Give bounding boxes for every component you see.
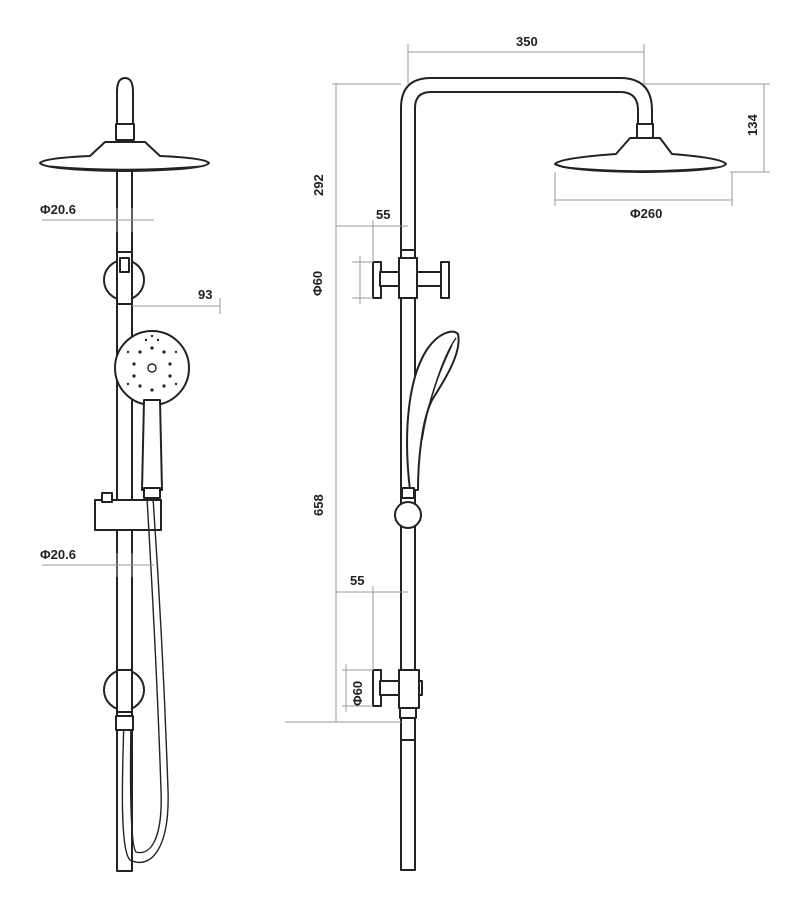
dim-bracket-diameter-lower: Φ60 bbox=[350, 681, 365, 706]
dim-top-height: 292 bbox=[311, 174, 326, 196]
dim-head-diameter: Φ260 bbox=[630, 206, 662, 221]
front-hose-outer bbox=[121, 497, 169, 864]
dim-handshower-offset: 93 bbox=[198, 287, 212, 302]
dim-bracket-offset-lower: 55 bbox=[350, 573, 364, 588]
side-upper-bracket-cap bbox=[440, 261, 450, 299]
dim-bracket-offset-upper: 55 bbox=[376, 207, 390, 222]
dim-pipe-diameter-upper: Φ20.6 bbox=[40, 202, 76, 217]
dim-head-drop: 134 bbox=[745, 114, 760, 136]
side-hose-nut bbox=[399, 707, 417, 719]
dim-rail-height: 658 bbox=[311, 494, 326, 516]
front-handshower-nozzles bbox=[126, 334, 178, 392]
front-hose-connector bbox=[115, 715, 134, 731]
front-swivel-joint bbox=[115, 123, 135, 141]
dim-arm-reach: 350 bbox=[516, 34, 538, 49]
front-head-face bbox=[45, 165, 205, 171]
front-overhead-head bbox=[39, 141, 210, 172]
front-handshower-handle bbox=[141, 399, 163, 491]
side-upper-bracket-collar bbox=[398, 257, 418, 299]
front-riser-top bbox=[116, 77, 134, 131]
front-slide-knob bbox=[101, 492, 113, 503]
dim-bracket-diameter-upper: Φ60 bbox=[310, 271, 325, 296]
side-slide-holder bbox=[394, 501, 422, 529]
front-upper-bracket-knob bbox=[119, 257, 130, 273]
side-lower-bracket-collar bbox=[398, 669, 420, 709]
side-handle-end bbox=[401, 487, 415, 499]
front-handle-end bbox=[143, 487, 161, 499]
side-swivel-joint bbox=[636, 123, 654, 139]
side-view: 350 134 Φ260 292 55 Φ60 658 55 bbox=[285, 34, 770, 871]
front-view: Φ20.6 93 Φ20.6 bbox=[39, 77, 221, 872]
side-riser-pipe bbox=[400, 249, 416, 871]
dim-pipe-diameter-lower: Φ20.6 bbox=[40, 547, 76, 562]
front-lower-bracket-collar bbox=[116, 669, 133, 713]
side-handshower-face-inner bbox=[421, 344, 453, 441]
side-overhead-head bbox=[554, 137, 727, 173]
front-handshower-center bbox=[147, 363, 157, 373]
front-handshower-face bbox=[114, 330, 190, 406]
front-slide-holder bbox=[94, 499, 162, 531]
side-head-face bbox=[561, 166, 721, 172]
front-hose-inner bbox=[129, 497, 162, 854]
side-hose-connector bbox=[400, 717, 416, 741]
